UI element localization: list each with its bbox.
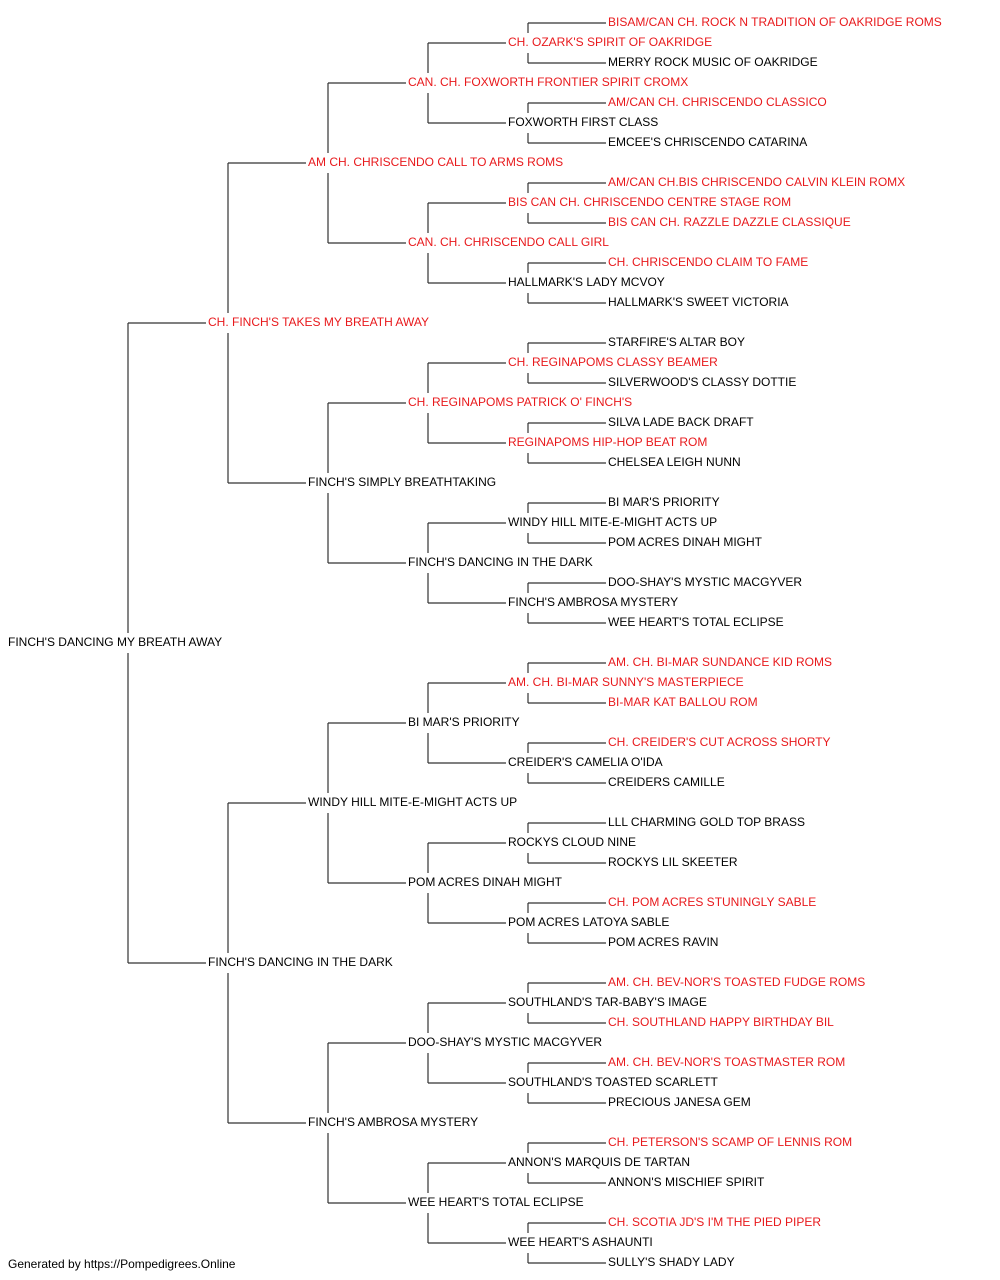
dog-name: CH. CHRISCENDO CLAIM TO FAME xyxy=(608,255,808,269)
dog-name: SULLY'S SHADY LADY xyxy=(608,1255,735,1269)
dog-name: STARFIRE'S ALTAR BOY xyxy=(608,335,745,349)
dog-name: FINCH'S AMBROSA MYSTERY xyxy=(508,595,678,609)
dog-name: BI-MAR KAT BALLOU ROM xyxy=(608,695,758,709)
dog-name: BISAM/CAN CH. ROCK N TRADITION OF OAKRID… xyxy=(608,15,942,29)
dog-name: CREIDER'S CAMELIA O'IDA xyxy=(508,755,663,769)
dog-name: CH. FINCH'S TAKES MY BREATH AWAY xyxy=(208,315,429,329)
dog-name: ROCKYS CLOUD NINE xyxy=(508,835,636,849)
dog-name: WEE HEART'S TOTAL ECLIPSE xyxy=(608,615,784,629)
dog-name: SILVA LADE BACK DRAFT xyxy=(608,415,754,429)
dog-name: CHELSEA LEIGH NUNN xyxy=(608,455,741,469)
dog-name: AM CH. CHRISCENDO CALL TO ARMS ROMS xyxy=(308,155,563,169)
dog-name: WEE HEART'S ASHAUNTI xyxy=(508,1235,653,1249)
dog-name: AM. CH. BI-MAR SUNNY'S MASTERPIECE xyxy=(508,675,744,689)
dog-name: AM. CH. BI-MAR SUNDANCE KID ROMS xyxy=(608,655,832,669)
dog-name: SOUTHLAND'S TOASTED SCARLETT xyxy=(508,1075,719,1089)
dog-name: POM ACRES DINAH MIGHT xyxy=(408,875,563,889)
dog-name: AM/CAN CH.BIS CHRISCENDO CALVIN KLEIN RO… xyxy=(608,175,905,189)
dog-name: LLL CHARMING GOLD TOP BRASS xyxy=(608,815,805,829)
dog-name: CH. REGINAPOMS CLASSY BEAMER xyxy=(508,355,718,369)
dog-name: SOUTHLAND'S TAR-BABY'S IMAGE xyxy=(508,995,707,1009)
dog-name: EMCEE'S CHRISCENDO CATARINA xyxy=(608,135,807,149)
dog-name: WINDY HILL MITE-E-MIGHT ACTS UP xyxy=(308,795,517,809)
dog-name: CH. SCOTIA JD'S I'M THE PIED PIPER xyxy=(608,1215,821,1229)
dog-name: POM ACRES DINAH MIGHT xyxy=(608,535,763,549)
dog-name: ROCKYS LIL SKEETER xyxy=(608,855,738,869)
dog-name: FINCH'S DANCING MY BREATH AWAY xyxy=(8,635,222,649)
dog-name: CH. PETERSON'S SCAMP OF LENNIS ROM xyxy=(608,1135,852,1149)
dog-name: DOO-SHAY'S MYSTIC MACGYVER xyxy=(608,575,802,589)
dog-name: AM/CAN CH. CHRISCENDO CLASSICO xyxy=(608,95,827,109)
dog-name: WEE HEART'S TOTAL ECLIPSE xyxy=(408,1195,584,1209)
dog-name: HALLMARK'S LADY MCVOY xyxy=(508,275,665,289)
dog-name: MERRY ROCK MUSIC OF OAKRIDGE xyxy=(608,55,818,69)
dog-name: CH. CREIDER'S CUT ACROSS SHORTY xyxy=(608,735,831,749)
dog-name: CH. REGINAPOMS PATRICK O' FINCH'S xyxy=(408,395,632,409)
dog-name: ANNON'S MISCHIEF SPIRIT xyxy=(608,1175,765,1189)
dog-name: REGINAPOMS HIP-HOP BEAT ROM xyxy=(508,435,707,449)
dog-name: CH. OZARK'S SPIRIT OF OAKRIDGE xyxy=(508,35,712,49)
dog-name: CREIDERS CAMILLE xyxy=(608,775,725,789)
dog-name: DOO-SHAY'S MYSTIC MACGYVER xyxy=(408,1035,602,1049)
dog-name: ANNON'S MARQUIS DE TARTAN xyxy=(508,1155,690,1169)
dog-name: CH. POM ACRES STUNINGLY SABLE xyxy=(608,895,816,909)
dog-name: BIS CAN CH. CHRISCENDO CENTRE STAGE ROM xyxy=(508,195,791,209)
dog-name: POM ACRES RAVIN xyxy=(608,935,718,949)
dog-name: FINCH'S DANCING IN THE DARK xyxy=(408,555,593,569)
dog-name: BIS CAN CH. RAZZLE DAZZLE CLASSIQUE xyxy=(608,215,851,229)
dog-name: FINCH'S SIMPLY BREATHTAKING xyxy=(308,475,496,489)
dog-name: CAN. CH. CHRISCENDO CALL GIRL xyxy=(408,235,609,249)
dog-name: FINCH'S AMBROSA MYSTERY xyxy=(308,1115,478,1129)
dog-name: HALLMARK'S SWEET VICTORIA xyxy=(608,295,789,309)
dog-name: FINCH'S DANCING IN THE DARK xyxy=(208,955,393,969)
dog-name: AM. CH. BEV-NOR'S TOASTED FUDGE ROMS xyxy=(608,975,865,989)
dog-name: BI MAR'S PRIORITY xyxy=(608,495,720,509)
footer-credit: Generated by https://Pompedigrees.Online xyxy=(8,1257,236,1271)
dog-name: SILVERWOOD'S CLASSY DOTTIE xyxy=(608,375,796,389)
dog-name: CH. SOUTHLAND HAPPY BIRTHDAY BIL xyxy=(608,1015,834,1029)
dog-name: POM ACRES LATOYA SABLE xyxy=(508,915,669,929)
dog-name: PRECIOUS JANESA GEM xyxy=(608,1095,751,1109)
dog-name: FOXWORTH FIRST CLASS xyxy=(508,115,658,129)
dog-name: AM. CH. BEV-NOR'S TOASTMASTER ROM xyxy=(608,1055,845,1069)
dog-name: WINDY HILL MITE-E-MIGHT ACTS UP xyxy=(508,515,717,529)
dog-name: CAN. CH. FOXWORTH FRONTIER SPIRIT CROMX xyxy=(408,75,688,89)
dog-name: BI MAR'S PRIORITY xyxy=(408,715,520,729)
